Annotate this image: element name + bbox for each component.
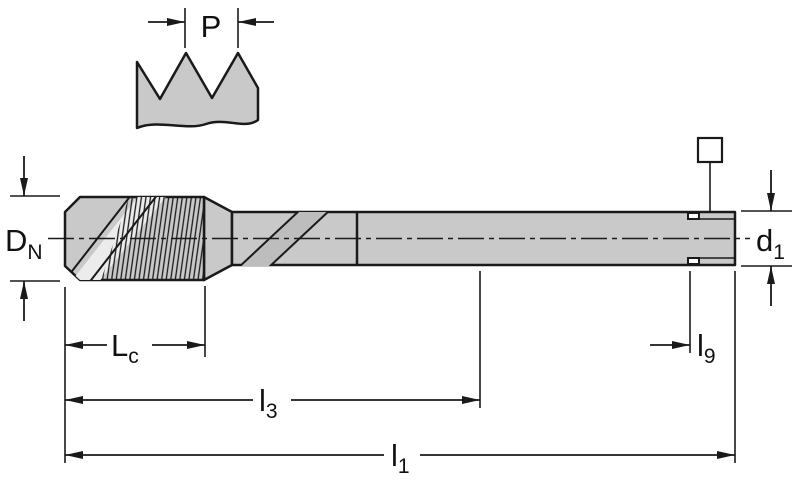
lc-label: Lc xyxy=(111,328,139,368)
l9-label-base: l xyxy=(697,328,704,363)
l3-label-sub: 3 xyxy=(266,400,278,423)
lc-dimension: Lc xyxy=(64,286,206,463)
square-notch-bottom xyxy=(687,257,700,265)
dn-label-base: D xyxy=(5,223,27,258)
l3-label-base: l xyxy=(259,383,266,418)
dn-dimension: DN xyxy=(5,156,60,321)
l3-dimension: l3 xyxy=(65,271,481,423)
d1-label: d1 xyxy=(756,223,785,264)
l1-label: l1 xyxy=(391,438,410,478)
d1-label-base: d xyxy=(756,223,773,258)
d1-label-sub: 1 xyxy=(773,241,785,264)
thread-profile-detail xyxy=(135,51,260,130)
l1-dimension: l1 xyxy=(65,438,735,478)
l1-label-sub: 1 xyxy=(398,455,410,478)
thread-profile-shape xyxy=(135,51,260,130)
l9-label-sub: 9 xyxy=(704,345,716,368)
dn-label-sub: N xyxy=(27,241,42,264)
l1-label-base: l xyxy=(391,438,398,473)
lc-label-base: L xyxy=(111,328,128,363)
pitch-label: P xyxy=(201,9,222,44)
dn-label: DN xyxy=(5,223,43,264)
d1-dimension: d1 xyxy=(741,170,792,306)
lc-label-sub: c xyxy=(128,345,139,368)
square-symbol-icon xyxy=(696,136,724,164)
tap-body xyxy=(48,195,750,282)
square-drive-callout xyxy=(696,136,724,211)
square-notch-top xyxy=(687,212,700,220)
l9-label: l9 xyxy=(697,328,716,368)
l9-dimension: l9 xyxy=(650,271,736,463)
l3-label: l3 xyxy=(259,383,278,423)
pitch-dimension: P xyxy=(148,8,274,48)
